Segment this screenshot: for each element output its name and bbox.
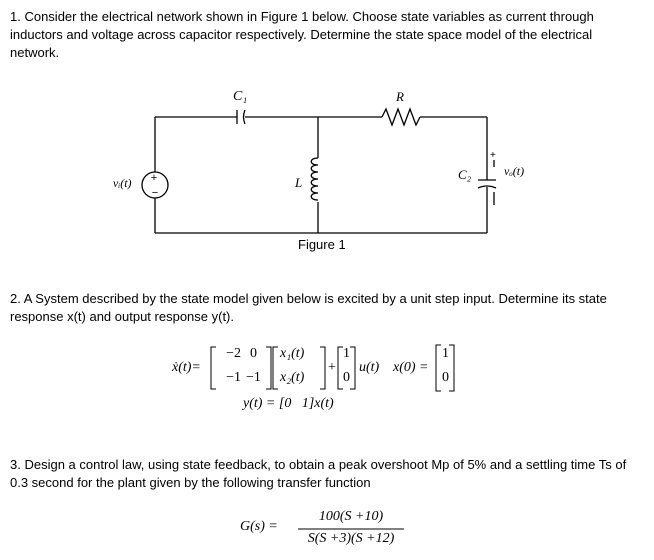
question-3: 3. Design a control law, using state fee… xyxy=(10,457,627,490)
tf-numerator: 100(S +10) xyxy=(318,509,384,524)
label-vo: vₒ(t) xyxy=(504,164,524,178)
vector-b-cell: 0 xyxy=(343,370,350,385)
matrix-a-cell: −2 xyxy=(226,346,241,361)
tf-lhs: G(s) = xyxy=(240,519,278,534)
c1-capacitor-plate xyxy=(242,109,246,125)
output-equation: y(t) = [0 1]x(t) xyxy=(243,396,334,411)
c2-capacitor-plate xyxy=(477,185,497,189)
label-c2: C₂ xyxy=(458,167,472,182)
vector-x-right-bracket xyxy=(320,346,326,390)
vector-b-left-bracket xyxy=(337,346,343,390)
voltage-source-icon xyxy=(141,171,169,199)
plus-sign: + xyxy=(328,360,336,375)
label-c1: C₁ xyxy=(233,89,247,104)
label-l: L xyxy=(294,175,302,190)
source-plus-sign: + xyxy=(151,172,157,184)
resistor-r xyxy=(381,107,421,127)
source-minus-sign: − xyxy=(152,187,158,199)
vector-x-cell: x₁(t) xyxy=(280,346,305,361)
question-1: 1. Consider the electrical network shown… xyxy=(10,9,594,60)
label-r: R xyxy=(395,89,404,104)
vector-b-right-bracket xyxy=(350,346,356,390)
vo-plus-sign: + xyxy=(490,150,496,161)
vector-x0-cell: 1 xyxy=(442,346,449,361)
vector-x0-cell: 0 xyxy=(442,370,449,385)
matrix-a-left-bracket xyxy=(210,346,216,390)
matrix-a-right-bracket xyxy=(266,346,272,390)
inductor-l xyxy=(310,157,319,201)
vector-x-left-bracket xyxy=(272,346,278,390)
matrix-a-cell: 0 xyxy=(250,346,257,361)
matrix-a-cell: −1 xyxy=(226,370,241,385)
xdot-lhs: ẋ(t)= xyxy=(172,360,201,375)
question-2: 2. A System described by the state model… xyxy=(10,291,607,324)
x0-lhs: x(0) = xyxy=(393,360,429,375)
vector-x0-right-bracket xyxy=(449,344,455,392)
matrix-a-cell: −1 xyxy=(246,370,261,385)
label-vi: vᵢ(t) xyxy=(113,176,132,190)
figure-caption: Figure 1 xyxy=(298,237,346,252)
vector-b-cell: 1 xyxy=(343,346,350,361)
vector-x-cell: x₂(t) xyxy=(280,370,305,385)
vector-x0-left-bracket xyxy=(435,344,441,392)
tf-denominator: S(S +3)(S +12) xyxy=(307,531,395,546)
input-u: u(t) xyxy=(359,360,380,375)
